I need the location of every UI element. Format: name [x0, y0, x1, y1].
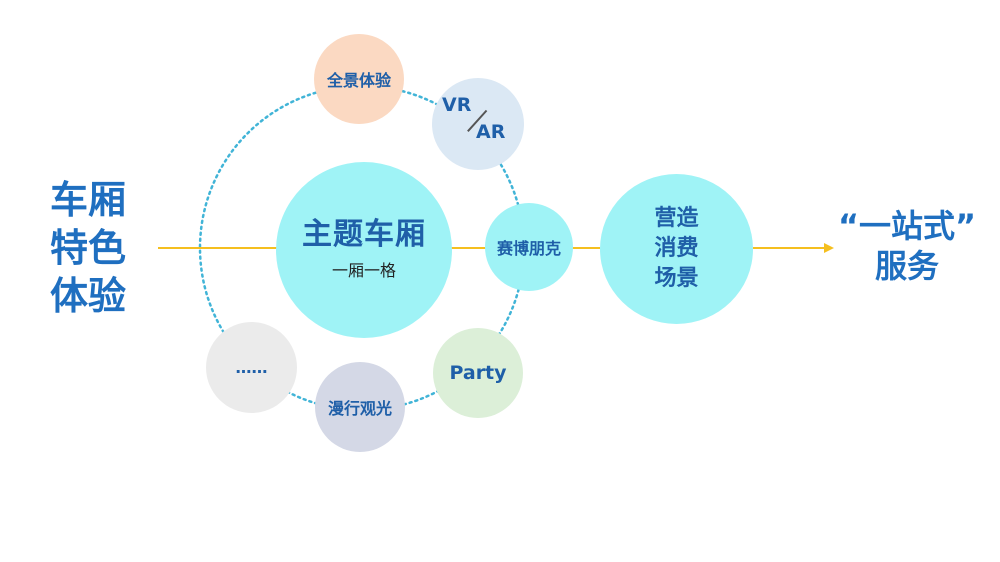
- left-title-line-1: 车厢: [50, 178, 127, 222]
- left-title: 车厢 特色 体验: [50, 176, 146, 320]
- node-party-label: Party: [449, 362, 507, 384]
- node-sightseeing: 漫行观光: [315, 362, 405, 452]
- arrow-head: [824, 243, 834, 253]
- node-theme-carriage: 主题车厢 一厢一格: [276, 162, 452, 338]
- node-cyberpunk-label: 赛博朋克: [496, 239, 561, 258]
- node-theme-subtitle: 一厢一格: [331, 261, 396, 280]
- right-title: “一站式” 服务: [832, 206, 982, 286]
- node-consumption-scene: 营造 消费 场景: [600, 174, 753, 324]
- node-panorama: 全景体验: [314, 34, 404, 124]
- node-theme-title: 主题车厢: [302, 217, 426, 252]
- node-vr-ar: VR AR: [432, 78, 524, 170]
- right-title-line-1: “一站式”: [837, 207, 977, 245]
- node-sightseeing-label: 漫行观光: [327, 399, 392, 418]
- left-title-line-3: 体验: [50, 274, 127, 318]
- right-title-line-2: 服务: [874, 247, 939, 285]
- node-panorama-label: 全景体验: [326, 71, 391, 90]
- node-party: Party: [433, 328, 523, 418]
- node-consumption-line-2: 消费: [654, 236, 699, 261]
- node-vr-label: VR: [442, 94, 472, 116]
- node-consumption-line-1: 营造: [654, 206, 699, 231]
- left-title-line-2: 特色: [50, 226, 127, 270]
- node-more: ……: [206, 322, 297, 413]
- node-ar-label: AR: [476, 121, 506, 143]
- node-more-label: ……: [235, 358, 268, 377]
- node-cyberpunk: 赛博朋克: [485, 203, 573, 291]
- node-consumption-line-3: 场景: [654, 266, 699, 291]
